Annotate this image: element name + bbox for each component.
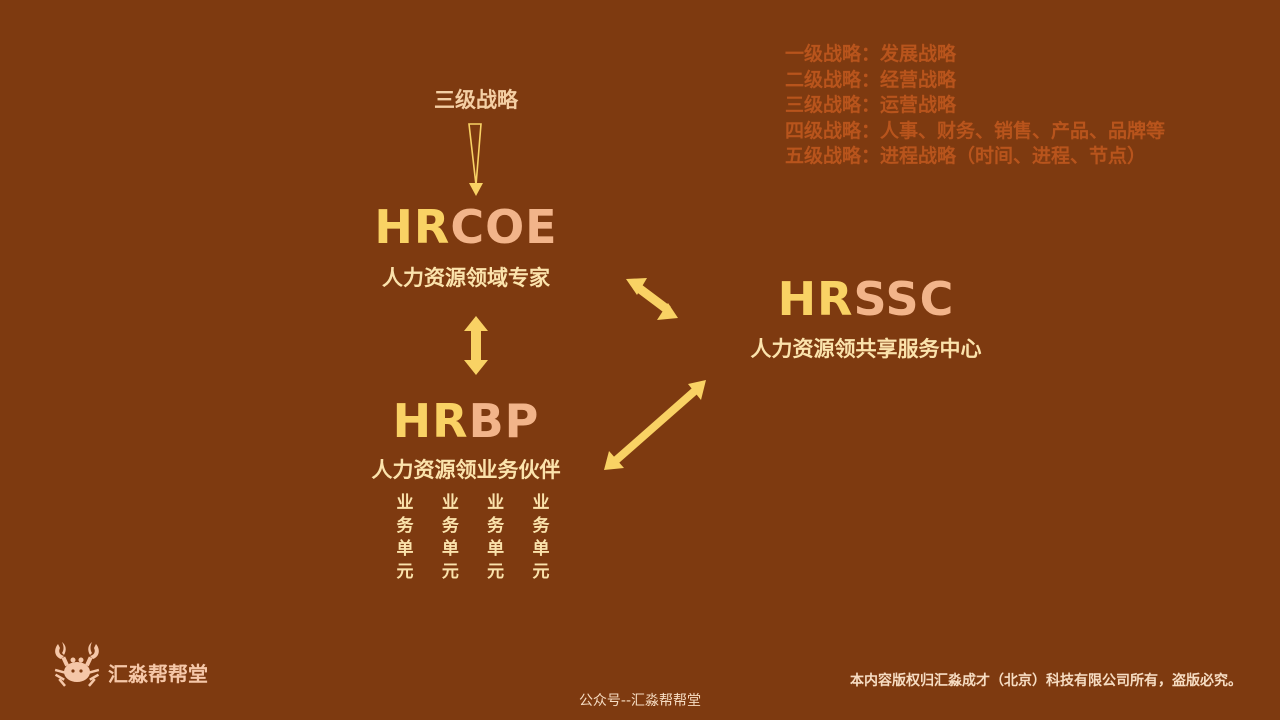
brand-logo: 汇淼帮帮堂 <box>52 640 208 690</box>
crab-icon <box>54 642 100 687</box>
hrbp-title-rest: BP <box>468 394 540 448</box>
business-unit: 业务单元 <box>396 493 414 582</box>
strategy-level-list: 一级战略：发展战略 二级战略：经营战略 三级战略：运营战略 四级战略：人事、财务… <box>785 42 1245 170</box>
bp-ssc-double-arrow <box>604 380 706 470</box>
business-unit: 业务单元 <box>487 493 505 582</box>
hrssc-title-prefix: HR <box>777 272 854 326</box>
hrcoe-title-rest: COE <box>450 200 558 254</box>
hrcoe-title-prefix: HR <box>374 200 451 254</box>
hrbp-subtitle: 人力资源领业务伙伴 <box>371 458 561 482</box>
tertiary-strategy-label: 三级战略 <box>434 88 518 112</box>
footer-copyright: 本内容版权归汇淼成才（北京）科技有限公司所有，盗版必究。 <box>850 673 1242 689</box>
business-unit: 业务单元 <box>532 493 550 582</box>
hrbp-title: HRBP <box>316 394 616 448</box>
strategy-level-2: 二级战略：经营战略 <box>785 68 957 91</box>
down-pointer-arrow <box>468 123 482 186</box>
hrcoe-subtitle: 人力资源领域专家 <box>382 266 550 290</box>
business-unit: 业务单元 <box>441 493 459 582</box>
hrssc-title: HRSSC <box>716 272 1016 326</box>
footer-wechat-account: 公众号--汇淼帮帮堂 <box>578 693 702 709</box>
business-units: 业务单元 业务单元 业务单元 业务单元 <box>393 492 553 584</box>
coe-bp-double-arrow <box>464 316 488 375</box>
hrssc-subtitle: 人力资源领共享服务中心 <box>750 337 982 361</box>
strategy-level-1: 一级战略：发展战略 <box>785 43 957 65</box>
hrssc-title-rest: SSC <box>853 272 955 326</box>
hrcoe-title: HRCOE <box>316 200 616 254</box>
coe-ssc-double-arrow <box>626 278 678 320</box>
hrbp-title-prefix: HR <box>392 394 469 448</box>
strategy-level-3: 三级战略：运营战略 <box>785 94 957 116</box>
strategy-level-5: 五级战略：进程战略（时间、进程、节点） <box>785 145 1147 167</box>
brand-name: 汇淼帮帮堂 <box>108 661 208 686</box>
strategy-level-4: 四级战略：人事、财务、销售、产品、品牌等 <box>785 119 1166 142</box>
